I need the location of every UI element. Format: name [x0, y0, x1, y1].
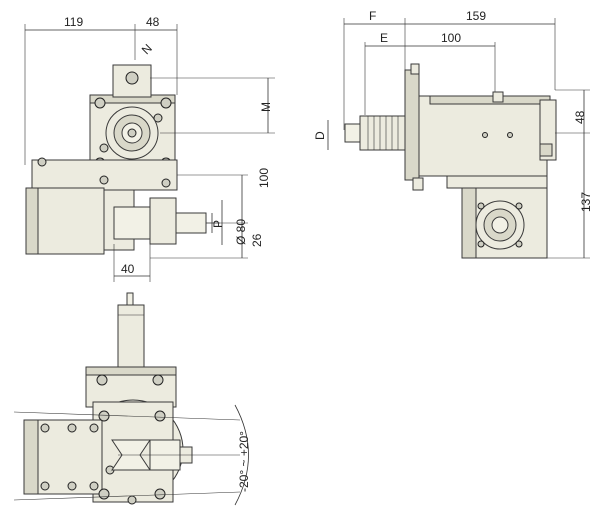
dim-40: 40: [121, 262, 135, 276]
label-m: M: [259, 102, 273, 112]
dim-100-front: 100: [257, 168, 271, 188]
label-n: N: [139, 41, 155, 57]
dim-48-top: 48: [146, 15, 160, 29]
label-f: F: [369, 9, 376, 23]
label-d: D: [313, 131, 327, 140]
dim-159: 159: [466, 9, 486, 23]
dim-26: 26: [250, 233, 264, 247]
angle-range: -20° ~ +20°: [237, 431, 251, 492]
side-view: F 159 E 100 D: [313, 9, 593, 259]
dim-119: 119: [64, 15, 83, 29]
label-p: P: [211, 220, 225, 228]
bottom-view: -20° ~ +20°: [13, 292, 251, 506]
dim-137: 137: [579, 192, 593, 212]
front-view: 119 48 N M: [24, 15, 275, 282]
label-e: E: [380, 31, 388, 45]
dim-100-side: 100: [441, 31, 461, 45]
thread-lines: [367, 116, 399, 150]
dim-48-side: 48: [573, 110, 587, 124]
dim-dia-80: Ø 80: [234, 219, 248, 245]
